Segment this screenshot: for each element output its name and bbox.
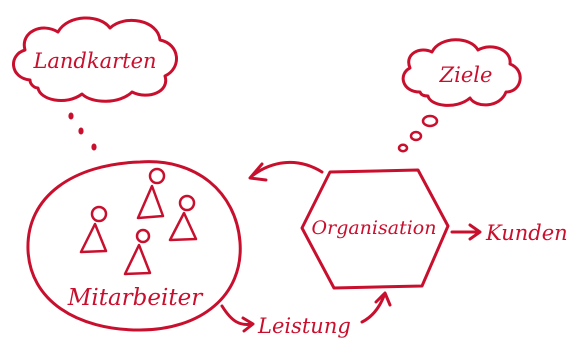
organisation-hexagon bbox=[300, 168, 450, 290]
mitarbeiter-circle bbox=[26, 160, 242, 332]
ziele-thought-bubbles bbox=[397, 114, 439, 153]
person-figure bbox=[136, 167, 166, 220]
mitarbeiter-label: Mitarbeiter bbox=[67, 285, 204, 311]
thought-dot bbox=[91, 143, 97, 151]
thought-bubble bbox=[397, 143, 409, 153]
arrow-mitarbeiter-to-leistung: Leistung bbox=[220, 304, 351, 338]
thought-bubble bbox=[409, 130, 423, 142]
thought-bubble bbox=[421, 114, 439, 128]
landkarten-thought-dots bbox=[68, 112, 97, 151]
cloud-ziele-outline bbox=[401, 38, 522, 107]
kunden-label: Kunden bbox=[485, 221, 568, 245]
person-figure bbox=[79, 205, 108, 254]
organisation-label: Organisation bbox=[312, 217, 437, 239]
mitarbeiter-group: Mitarbeiter bbox=[26, 160, 242, 332]
cloud-landkarten: Landkarten bbox=[12, 16, 178, 103]
cloud-landkarten-outline bbox=[12, 16, 178, 103]
arrow-organisation-to-kunden: Kunden bbox=[450, 221, 568, 245]
organisation-group: Organisation bbox=[300, 168, 450, 290]
leistung-label: Leistung bbox=[257, 314, 351, 338]
arrow-leistung-to-organisation bbox=[360, 291, 392, 324]
person-figure bbox=[123, 228, 152, 276]
thought-dot bbox=[68, 112, 74, 120]
person-figure bbox=[168, 194, 198, 242]
landkarten-label: Landkarten bbox=[32, 49, 156, 73]
ziele-label: Ziele bbox=[439, 63, 493, 87]
arrow-organisation-to-mitarbeiter bbox=[248, 160, 324, 182]
thought-dot bbox=[78, 127, 84, 135]
cloud-ziele: Ziele bbox=[401, 38, 522, 107]
